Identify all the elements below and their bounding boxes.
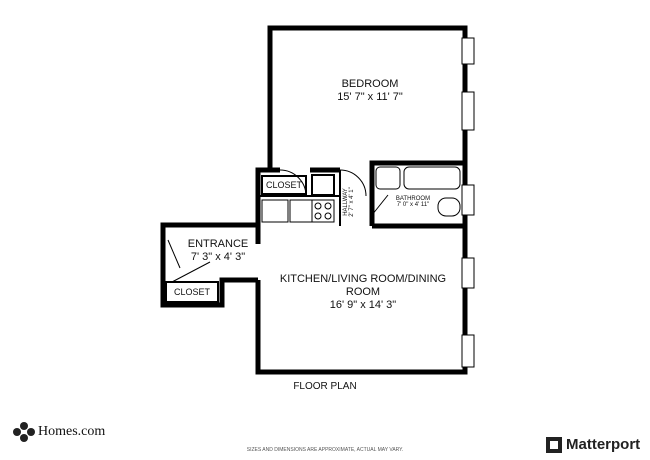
room-dims: 16' 9" x 14' 3"	[329, 299, 397, 311]
room-name: KITCHEN/LIVING ROOM/DINING	[279, 273, 447, 285]
sink-icon	[289, 199, 313, 223]
floor-plan-caption: FLOOR PLAN	[293, 381, 357, 392]
bathtub-icon	[403, 166, 461, 190]
room-dims: 2' 7" x 4' 1"	[349, 187, 355, 217]
closet-lower-label: CLOSET	[173, 287, 210, 297]
room-name: ENTRANCE	[187, 238, 249, 250]
kitchen-label: KITCHEN/LIVING ROOM/DINING ROOM 16' 9" x…	[268, 273, 458, 312]
bath-sink-icon	[375, 166, 401, 190]
room-name: BATHROOM	[395, 196, 431, 202]
room-dims: 7' 3" x 4' 3"	[190, 251, 246, 263]
stove	[261, 199, 289, 223]
door-swing	[279, 169, 307, 197]
homes-logo-text: Homes.com	[38, 424, 106, 439]
matterport-logo-icon	[546, 437, 562, 453]
bathroom-label: BATHROOM 7' 0" x 4' 11"	[390, 196, 436, 208]
closet-upper-label: CLOSET	[265, 180, 302, 190]
bedroom-label: BEDROOM 15' 7" x 11' 7"	[320, 78, 420, 104]
fixtures	[167, 166, 461, 283]
room-name: BEDROOM	[341, 78, 399, 90]
interior-lines	[165, 170, 341, 303]
room-dims: 15' 7" x 11' 7"	[337, 91, 403, 103]
door-swing	[339, 169, 367, 197]
entrance-label: ENTRANCE 7' 3" x 4' 3"	[180, 238, 256, 264]
disclaimer: SIZES AND DIMENSIONS ARE APPROXIMATE, AC…	[246, 447, 404, 453]
room-name: ROOM	[345, 286, 381, 298]
room-dims: 7' 0" x 4' 11"	[396, 202, 430, 208]
toilet-icon	[437, 197, 461, 217]
cooktop-icon	[311, 199, 335, 223]
matterport-logo-text: Matterport	[566, 436, 641, 453]
door-swing	[171, 261, 211, 283]
windows	[461, 37, 475, 368]
hallway-label: HALLWAY 2' 7" x 4' 1"	[343, 177, 355, 227]
door-swing	[371, 194, 389, 216]
door-swing	[167, 239, 181, 269]
homes-logo-icon	[13, 422, 35, 442]
